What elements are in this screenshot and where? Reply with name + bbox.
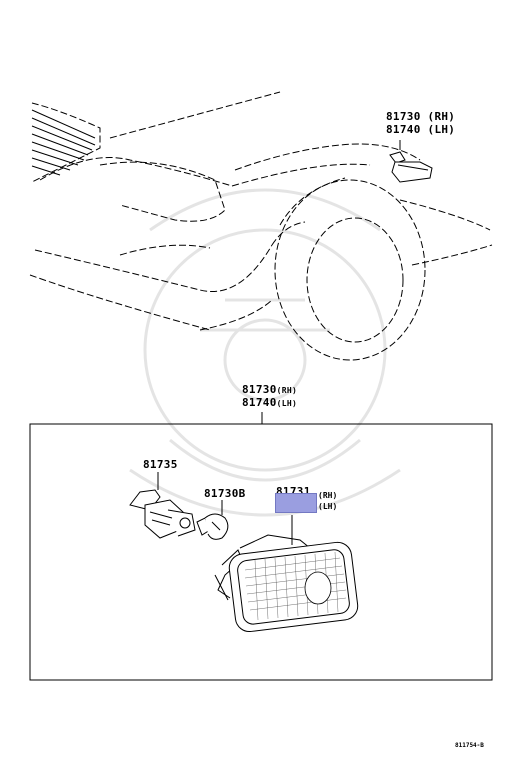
wheel [274, 177, 426, 361]
label-assembly-rh: 81730(RH) [242, 383, 297, 396]
label-socket: 81735 [143, 458, 178, 471]
diagram-id: 811754-B [455, 742, 484, 749]
assembly-lh-suffix: (LH) [276, 399, 298, 408]
bulb-part [196, 513, 229, 540]
label-top-rh: 81730 (RH) [386, 110, 456, 123]
assembly-rh-number: 81730 [242, 383, 277, 396]
part-number-highlight [275, 493, 317, 513]
label-assembly-lh: 81740(LH) [242, 396, 297, 409]
lamp-lens [228, 541, 359, 633]
grille [31, 109, 96, 176]
assembly-lh-number: 81740 [242, 396, 277, 409]
assembly-box [29, 423, 493, 681]
assembly-rh-suffix: (RH) [276, 386, 298, 395]
fender-side-marker-icon [389, 151, 433, 183]
car-outline [29, 91, 493, 331]
lens-reflector [304, 571, 332, 605]
label-lens-lh: (LH) [318, 502, 338, 511]
label-lens-rh: (RH) [318, 491, 338, 500]
label-top-lh: 81740 (LH) [386, 123, 456, 136]
label-bulb: 81730B [204, 487, 246, 500]
socket-part [129, 489, 196, 539]
